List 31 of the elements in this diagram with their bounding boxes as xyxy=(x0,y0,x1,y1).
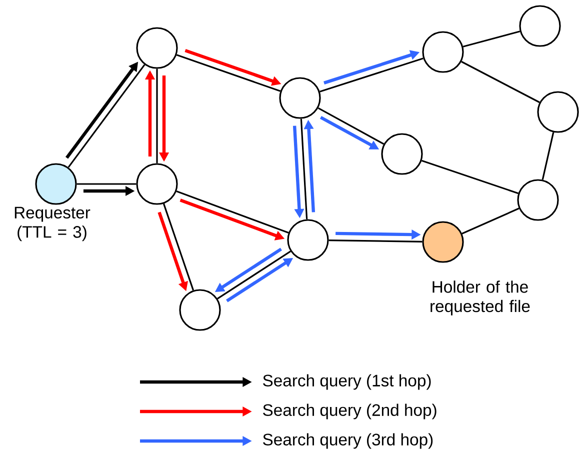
network-node xyxy=(179,289,221,331)
network-node xyxy=(136,27,178,69)
link-line xyxy=(162,203,194,291)
link-line xyxy=(217,250,291,300)
network-node xyxy=(422,31,464,73)
network-node xyxy=(279,77,321,119)
link-line xyxy=(176,190,289,234)
network-node xyxy=(519,5,561,47)
link-line xyxy=(421,160,519,194)
legend-text: Search query (2nd hop) xyxy=(263,404,436,420)
node-caption: Requester (TTL = 3) xyxy=(14,206,90,242)
link-line xyxy=(542,132,554,180)
network-node xyxy=(537,91,579,133)
link-line xyxy=(462,30,520,48)
link-line xyxy=(461,60,540,104)
network-node xyxy=(517,179,559,221)
network-node xyxy=(136,163,178,205)
link-line xyxy=(156,68,158,164)
network-node xyxy=(381,133,423,175)
legend-text: Search query (3rd hop) xyxy=(263,433,433,449)
network-node xyxy=(287,219,329,261)
node-caption: Holder of the requested file xyxy=(430,280,530,316)
link-line xyxy=(300,118,308,220)
link-line xyxy=(76,183,136,185)
link-line xyxy=(176,54,281,92)
link-line xyxy=(462,208,520,234)
link-line xyxy=(318,107,384,145)
legend-text: Search query (1st hop) xyxy=(263,374,431,390)
link-line xyxy=(320,58,424,92)
link-line xyxy=(328,240,422,242)
link-line xyxy=(68,64,146,168)
